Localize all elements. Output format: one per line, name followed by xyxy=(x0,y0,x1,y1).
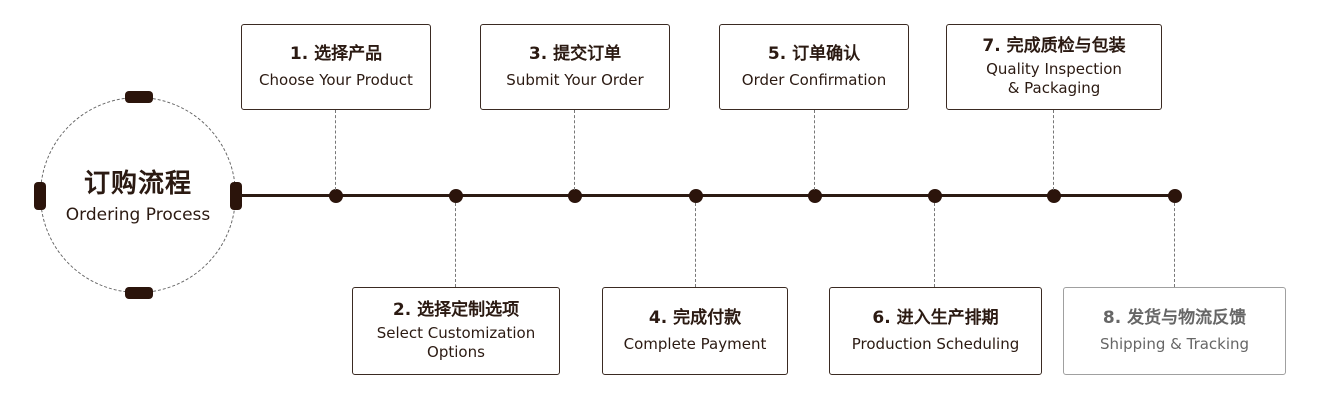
step-1-subtitle: Choose Your Product xyxy=(259,71,413,90)
step-6-title: 6. 进入生产排期 xyxy=(872,308,999,329)
step-3-connector xyxy=(574,110,575,190)
circle-handle-bottom xyxy=(125,287,153,299)
step-5-dot xyxy=(808,189,822,203)
timeline-line xyxy=(240,194,1175,197)
step-6-subtitle: Production Scheduling xyxy=(851,335,1020,354)
process-title: 订购流程 xyxy=(83,169,192,199)
step-3-dot xyxy=(568,189,582,203)
circle-handle-left xyxy=(34,182,46,210)
step-3-box: 3. 提交订单 Submit Your Order xyxy=(480,24,670,110)
step-2-dot xyxy=(449,189,463,203)
circle-handle-top xyxy=(125,91,153,103)
step-4-connector xyxy=(695,203,696,287)
step-5-subtitle: Order Confirmation xyxy=(741,71,887,90)
step-8-dot xyxy=(1168,189,1182,203)
step-5-title: 5. 订单确认 xyxy=(767,44,861,65)
step-2-subtitle: Select Customization Options xyxy=(376,323,536,362)
step-7-box: 7. 完成质检与包装 Quality Inspection & Packagin… xyxy=(946,24,1162,110)
step-4-title: 4. 完成付款 xyxy=(648,308,742,329)
step-1-title: 1. 选择产品 xyxy=(289,44,383,65)
step-5-box: 5. 订单确认 Order Confirmation xyxy=(719,24,909,110)
step-1-dot xyxy=(329,189,343,203)
step-4-box: 4. 完成付款 Complete Payment xyxy=(602,287,788,375)
step-8-box: 8. 发货与物流反馈 Shipping & Tracking xyxy=(1063,287,1286,375)
process-subtitle: Ordering Process xyxy=(65,205,211,225)
step-2-title: 2. 选择定制选项 xyxy=(392,300,520,321)
step-8-title: 8. 发货与物流反馈 xyxy=(1102,308,1247,329)
step-6-dot xyxy=(928,189,942,203)
step-3-title: 3. 提交订单 xyxy=(528,44,622,65)
step-2-box: 2. 选择定制选项 Select Customization Options xyxy=(352,287,560,375)
step-8-connector xyxy=(1174,203,1175,287)
step-2-connector xyxy=(455,203,456,287)
step-7-dot xyxy=(1047,189,1061,203)
step-3-subtitle: Submit Your Order xyxy=(506,71,644,90)
step-4-subtitle: Complete Payment xyxy=(623,335,767,354)
step-5-connector xyxy=(814,110,815,190)
circle-handle-right xyxy=(230,182,242,210)
step-6-box: 6. 进入生产排期 Production Scheduling xyxy=(829,287,1042,375)
step-7-subtitle: Quality Inspection & Packaging xyxy=(986,59,1122,98)
step-1-connector xyxy=(335,110,336,190)
step-8-subtitle: Shipping & Tracking xyxy=(1099,335,1250,354)
step-7-title: 7. 完成质检与包装 xyxy=(982,36,1126,57)
step-4-dot xyxy=(689,189,703,203)
step-7-connector xyxy=(1053,110,1054,190)
step-1-box: 1. 选择产品 Choose Your Product xyxy=(241,24,431,110)
step-6-connector xyxy=(934,203,935,287)
